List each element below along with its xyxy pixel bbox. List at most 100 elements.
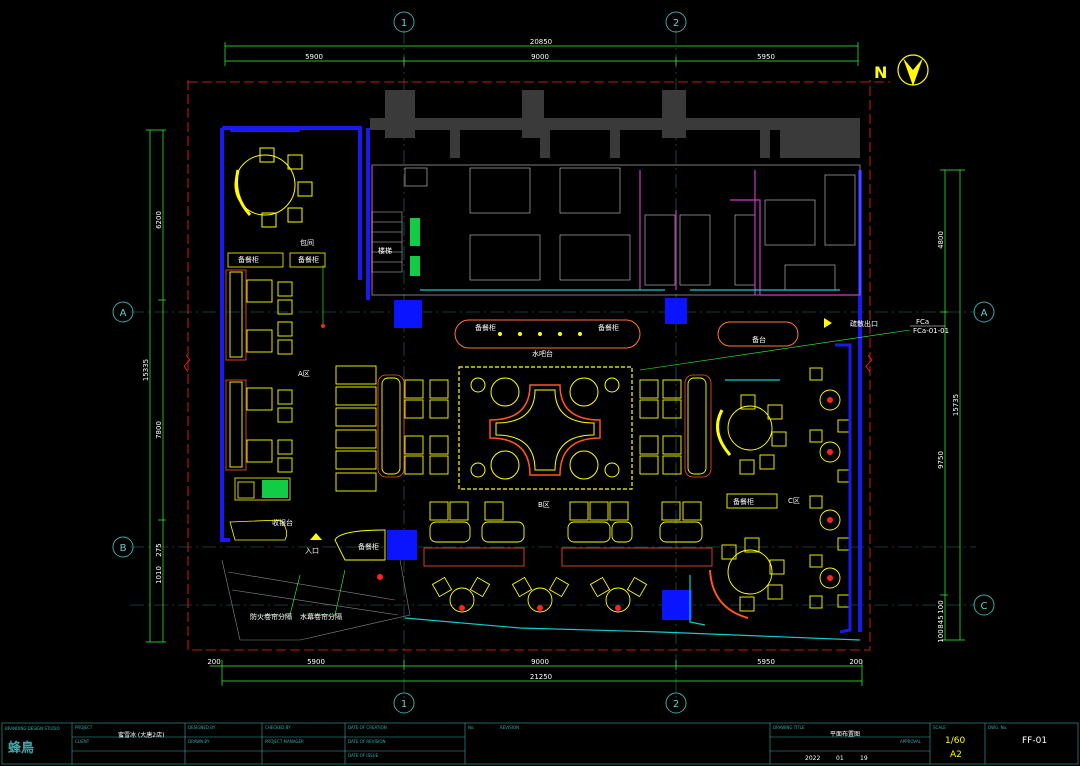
axis-bubble-rowA-left xyxy=(112,301,134,323)
dim-left-seg3: 1010 xyxy=(155,566,163,584)
private-room-label: 包间 xyxy=(300,238,314,247)
tb-status-label: APPROVAL xyxy=(900,739,922,744)
entrance-cabinet-label: 备餐柜 xyxy=(358,542,379,551)
dim-left-seg2: 7800 xyxy=(155,421,163,439)
tb-logo-sub: BRANDING DESIGN STUDIO xyxy=(5,726,60,731)
green-equipment-2 xyxy=(410,256,420,276)
tb-scale: 1/60 xyxy=(945,736,965,746)
structure-columns xyxy=(370,90,860,158)
axis-label-col2-bottom: 2 xyxy=(673,699,679,710)
tb-pm-label: PROJECT MANAGER xyxy=(265,739,304,744)
tb-date-rev-label: DATE OF REVISION xyxy=(348,739,385,744)
zone-b-seating xyxy=(335,365,707,492)
stairs xyxy=(371,211,403,273)
serving-c-label: 备餐柜 xyxy=(733,497,754,506)
tb-dwg-no-label: DWG. No. xyxy=(988,725,1007,730)
title-block-frame xyxy=(1,722,1079,765)
dim-bottom-right: 200 xyxy=(849,658,862,666)
zone-c-tables xyxy=(716,367,851,612)
tb-drawing-title: 平面布置图 xyxy=(830,730,860,738)
tb-scale-label: SCALE xyxy=(933,725,946,730)
tb-date-year: 2022 xyxy=(805,755,820,762)
central-feature-frame xyxy=(458,366,633,490)
axis-label-rowC-right: C xyxy=(981,601,988,612)
kitchen-area xyxy=(371,164,861,296)
dim-left-seg4: 275 xyxy=(155,543,163,556)
bar-small-tag: 备台 xyxy=(752,335,766,344)
water-bar-label: 水吧台 xyxy=(532,349,553,358)
axis-label-col1-top: 1 xyxy=(401,18,407,29)
axis-bubble-col1-top xyxy=(393,11,415,33)
private-room-cabinets xyxy=(227,252,326,268)
dim-right-seg3: 100 xyxy=(937,600,945,613)
dim-right-seg1: 4800 xyxy=(937,231,945,249)
central-cross-seating xyxy=(489,384,601,476)
entrance-ramp xyxy=(221,559,411,641)
entrance-label: 入口 xyxy=(305,547,319,555)
zone-a-label: A区 xyxy=(298,370,310,378)
compass-arrow-icon xyxy=(903,58,923,86)
dim-top-seg3: 5950 xyxy=(757,53,775,61)
dim-right-total: 15735 xyxy=(952,394,960,416)
bottom-round-tables xyxy=(431,576,648,613)
dimension-lines xyxy=(146,42,965,686)
zone-c-markers xyxy=(827,397,833,581)
dim-top-seg1: 5900 xyxy=(305,53,323,61)
bar-left-tag: 备餐柜 xyxy=(475,323,496,332)
tb-client-label: CLIENT xyxy=(75,739,90,744)
structural-columns xyxy=(387,298,692,620)
axis-label-rowA-right: A xyxy=(981,308,988,319)
zone-b-lower-tables xyxy=(429,501,703,543)
tb-project: 蜜雪冰 (大唐2店) xyxy=(118,731,164,739)
dim-bottom-seg1: 5900 xyxy=(307,658,325,666)
tb-date-month: 01 xyxy=(836,755,844,762)
tb-date-issue-label: DATE OF ISSUE xyxy=(348,753,379,758)
axis-label-col1-bottom: 1 xyxy=(401,699,407,710)
axis-bubble-rowB-left xyxy=(112,536,134,558)
emergency-exit-label: 疏散出口 xyxy=(850,319,878,328)
tb-paper: A2 xyxy=(950,750,962,760)
private-cabinet-label-1: 备餐柜 xyxy=(238,255,259,264)
zone-c-label: C区 xyxy=(788,497,800,505)
boundary-line xyxy=(187,80,890,651)
private-room-table xyxy=(234,147,313,228)
leader-dot xyxy=(321,324,325,328)
counter-lines xyxy=(404,289,861,641)
tb-logo: 蜂鳥 xyxy=(8,740,34,756)
water-bar xyxy=(454,319,799,349)
tb-date-day: 19 xyxy=(860,755,868,762)
axis-label-col2-top: 2 xyxy=(673,18,679,29)
axis-bubble-col1-bottom xyxy=(393,692,415,714)
cashier-counter xyxy=(229,477,291,541)
tb-designed-label: DESIGNED BY xyxy=(188,725,216,730)
note-leaders xyxy=(250,329,911,616)
entrance-cabinet xyxy=(334,529,386,561)
central-cross-inner xyxy=(495,389,595,471)
table-red-markers xyxy=(377,574,621,611)
fc-sub-tag: FCa-01-01 xyxy=(913,327,949,335)
zone-b-label: B区 xyxy=(538,501,550,509)
entrance-arrow-icon xyxy=(310,533,322,540)
tb-drawing-no: FF-01 xyxy=(1022,736,1047,746)
fire-exit-note: 防火卷帘分隔 xyxy=(250,612,292,621)
bar-right-tag: 备餐柜 xyxy=(598,323,619,332)
dim-right-seg2: 9750 xyxy=(937,451,945,469)
water-curtain-note: 水幕卷帘分隔 xyxy=(300,612,342,621)
axis-grid xyxy=(130,30,976,700)
kitchen-walls xyxy=(371,165,860,296)
central-feature-tables xyxy=(470,377,620,480)
water-bar-stools xyxy=(498,332,582,336)
axis-bubble-col2-bottom xyxy=(665,692,687,714)
dim-right-seg5: 100 xyxy=(937,629,945,642)
tb-revision-label: REVISION xyxy=(500,725,519,730)
zone-a-booth-outline xyxy=(225,269,247,471)
dim-bottom-seg2: 9000 xyxy=(531,658,549,666)
axis-bubble-rowC-right xyxy=(973,594,995,616)
tb-drawn-label: DRAWN BY xyxy=(188,739,210,744)
cashier-label: 收银台 xyxy=(272,518,293,527)
dim-bottom-left: 200 xyxy=(207,658,220,666)
axis-bubble-col2-top xyxy=(665,11,687,33)
dim-top-seg2: 9000 xyxy=(531,53,549,61)
zone-b-booth-outlines xyxy=(377,374,713,567)
